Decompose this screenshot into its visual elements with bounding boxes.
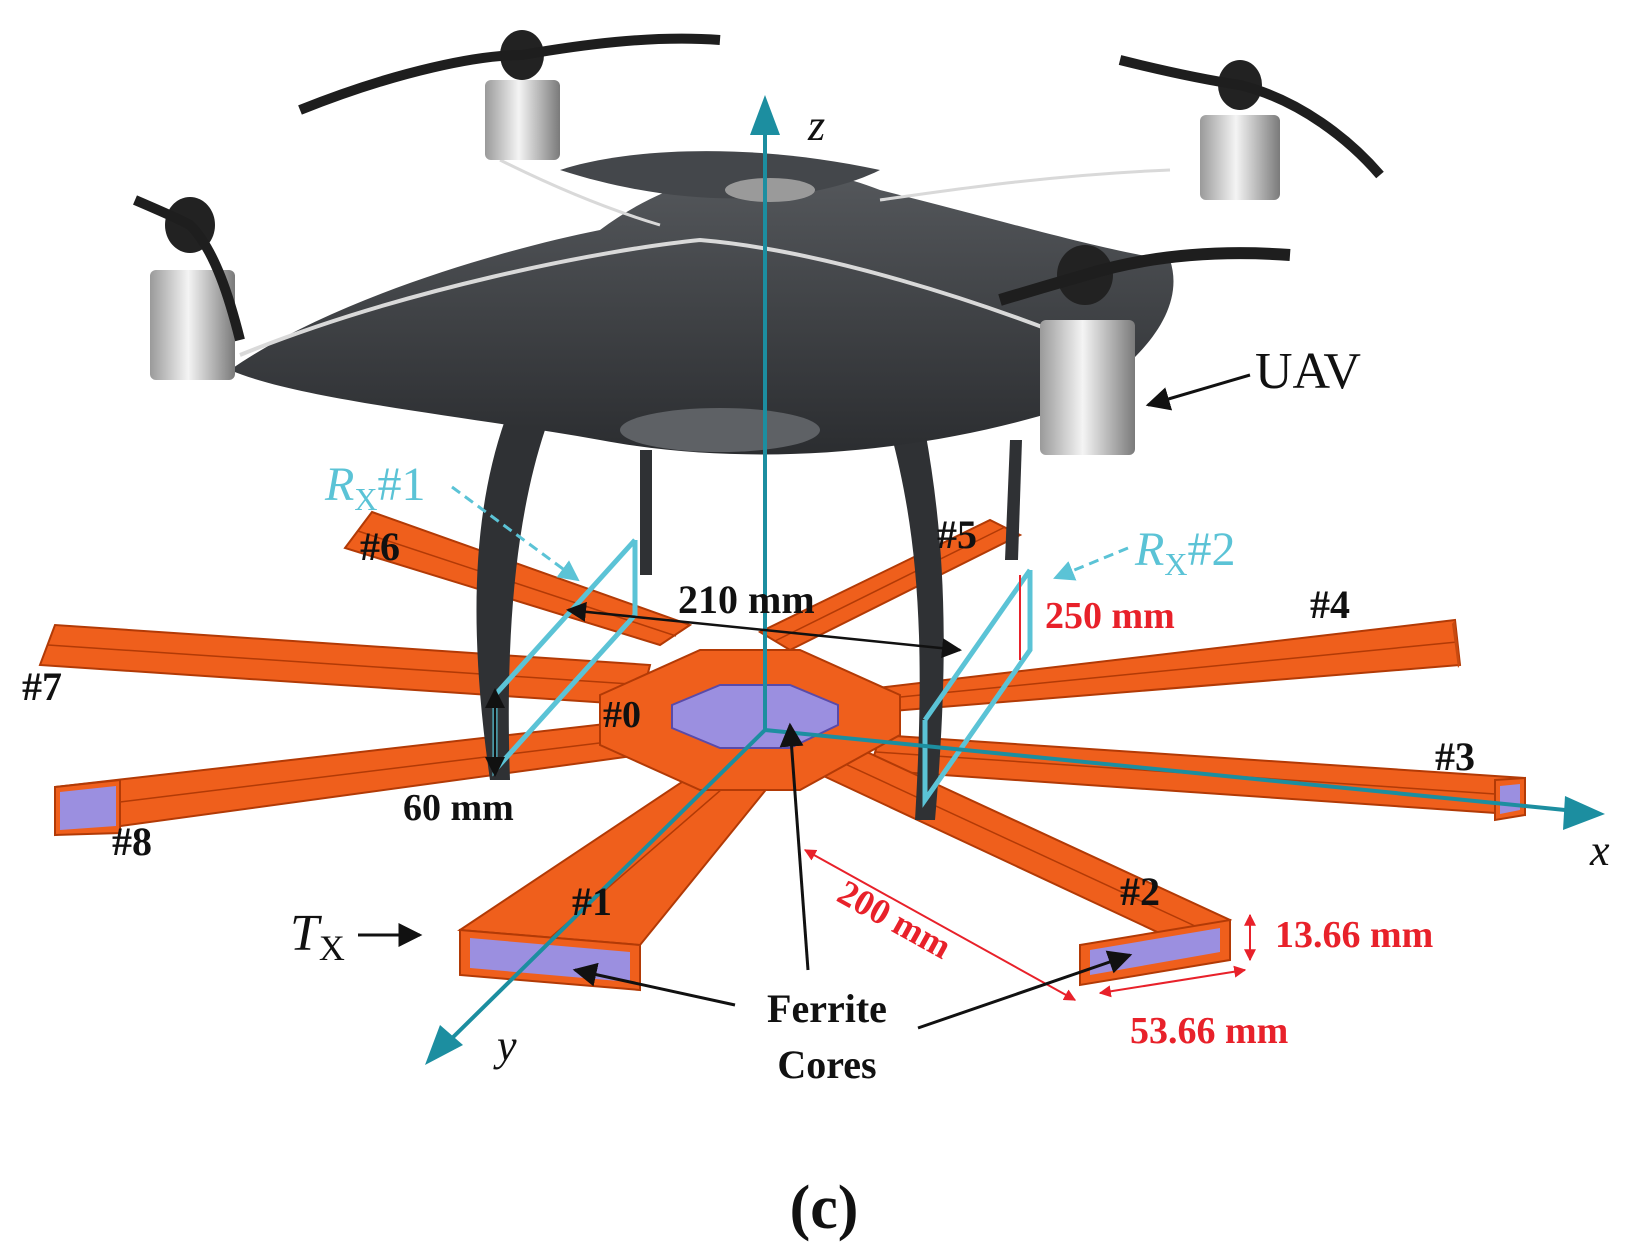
- coil-label-8: #8: [112, 819, 152, 864]
- uav-label: UAV: [1255, 343, 1361, 400]
- text-labels: UAV RX#1 RX#2 TX #0 #1 #2 #3 #4 #5 #6 #7…: [22, 343, 1475, 1242]
- y-axis-label: y: [493, 1021, 517, 1070]
- coil-label-4: #4: [1310, 582, 1350, 627]
- coil-label-2: #2: [1120, 869, 1160, 914]
- coil-arm-8: [54, 718, 641, 837]
- dim-13-label: 13.66 mm: [1275, 914, 1433, 956]
- dimension-lines: [485, 575, 1256, 1001]
- pointer-arrows: [358, 373, 1251, 1030]
- coil-label-5: #5: [937, 512, 977, 557]
- ferrite-core-8: [60, 786, 116, 830]
- rx2-label: RX#2: [1134, 523, 1235, 582]
- coil-label-0: #0: [603, 694, 641, 736]
- coil-label-1: #1: [572, 879, 612, 924]
- x-axis: [764, 728, 1586, 814]
- motor-back-right: [1118, 55, 1384, 200]
- rx1-label: RX#1: [324, 458, 425, 517]
- ferrite-label-line1: Ferrite: [767, 986, 887, 1031]
- dim-200-label: 200 mm: [831, 872, 958, 967]
- dim-250-label: 250 mm: [1045, 595, 1175, 637]
- tx-label: TX: [290, 905, 345, 968]
- ferrite-label-line2: Cores: [777, 1042, 876, 1087]
- dim-210-label: 210 mm: [678, 577, 815, 622]
- dim-60-label: 60 mm: [403, 787, 514, 829]
- x-axis-label: x: [1589, 826, 1610, 875]
- dim-53-label: 53.66 mm: [1130, 1010, 1288, 1052]
- motor-front-right: [998, 245, 1291, 455]
- coil-label-6: #6: [360, 524, 400, 569]
- z-axis-label: z: [807, 101, 825, 150]
- rx-coil-2: [922, 568, 1033, 808]
- y-axis: [438, 728, 767, 1052]
- coil-arm-7: [38, 623, 652, 707]
- panel-label: (c): [790, 1174, 859, 1242]
- motor-front-left: [133, 195, 245, 380]
- uav-drone: [133, 30, 1384, 820]
- coil-label-7: #7: [22, 664, 62, 709]
- motor-back-left: [298, 30, 721, 160]
- coil-label-3: #3: [1435, 734, 1475, 779]
